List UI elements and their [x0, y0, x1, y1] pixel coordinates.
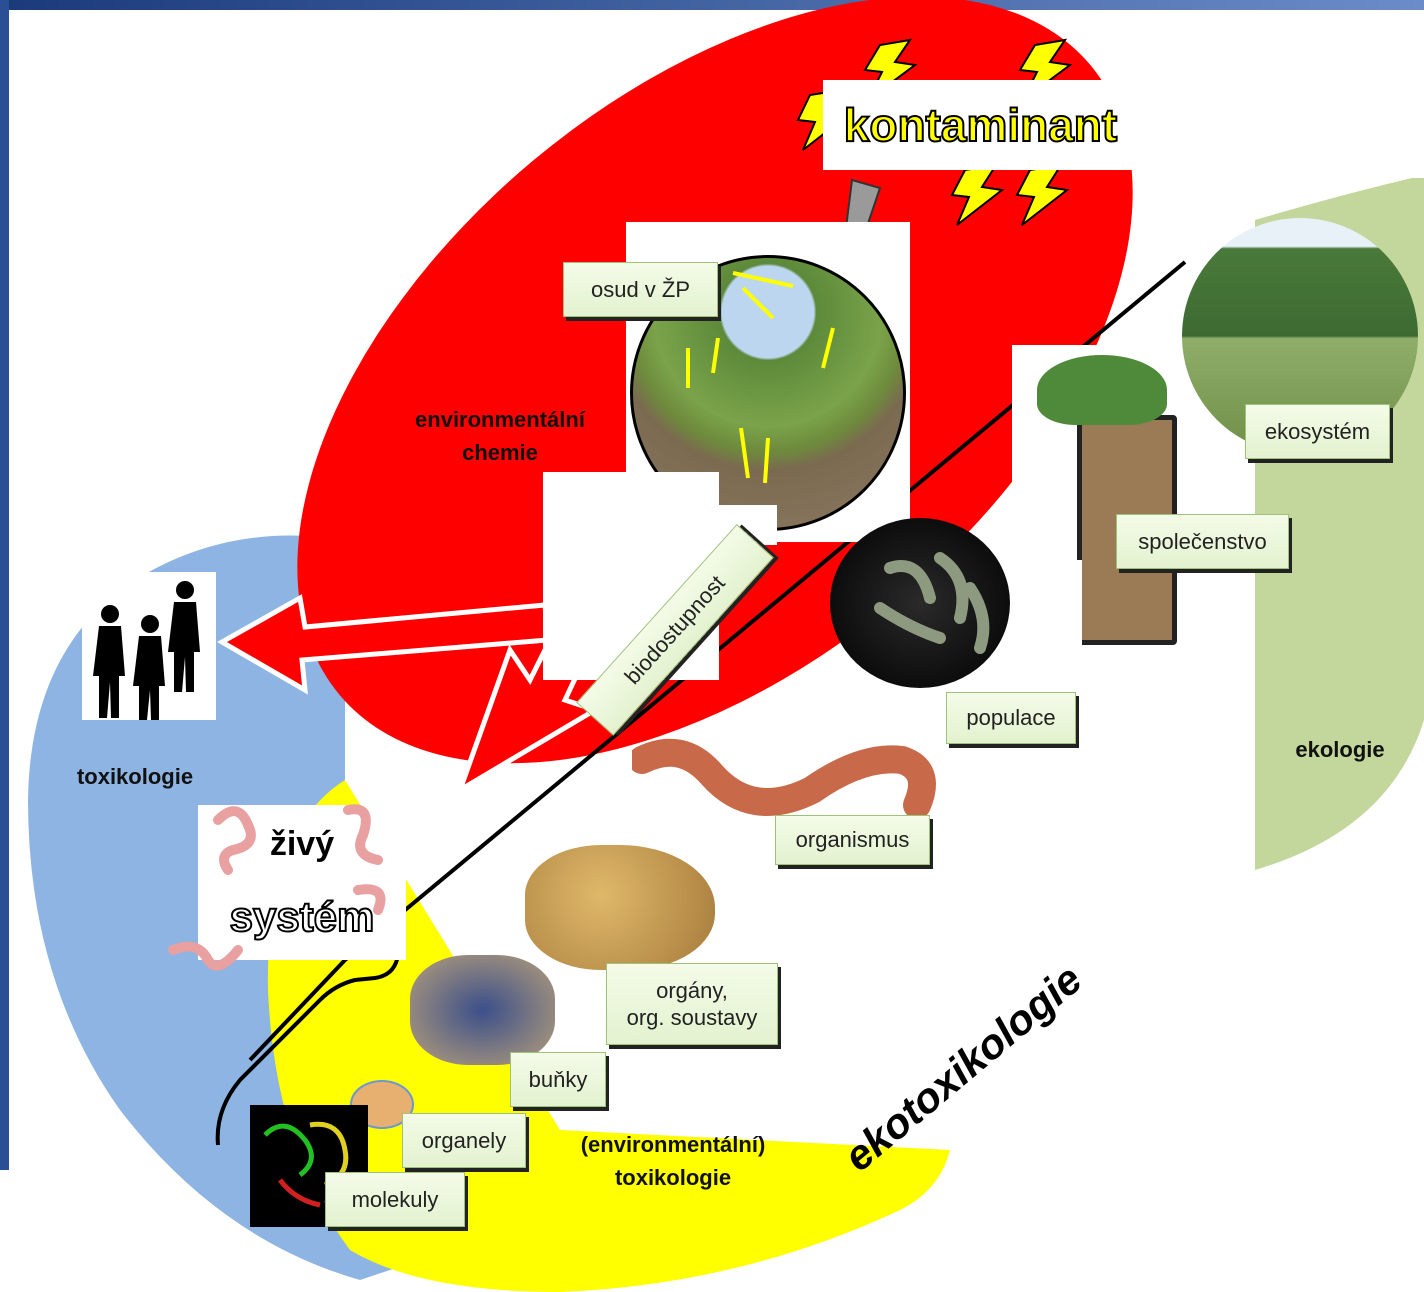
population-picture [830, 518, 1010, 688]
earthworm-picture [632, 738, 936, 819]
label-organs: orgány, org. soustavy [606, 963, 778, 1045]
cells-picture [410, 955, 555, 1065]
toxicology-label: toxikologie [76, 764, 194, 789]
plant-leaves [1037, 355, 1167, 425]
label-cells: buňky [510, 1052, 606, 1107]
contaminant-title: kontaminant [843, 98, 1118, 152]
label-molecules: molekuly [325, 1172, 465, 1227]
divider-lower [248, 958, 347, 1062]
label-organs-line2: org. soustavy [626, 1005, 758, 1030]
living-system-box: živý systém [168, 804, 406, 971]
env-toxicology-line2: toxikologie [614, 1165, 732, 1190]
top-edge-bar [0, 0, 1424, 10]
living-system-line2: systém [229, 892, 376, 941]
env-toxicology-line1: (environmentální) [580, 1132, 766, 1157]
contaminant-box: kontaminant [823, 80, 1138, 170]
brace [215, 954, 400, 1146]
env-chemistry-line2: chemie [462, 440, 538, 465]
living-system-line1: živý [269, 825, 335, 863]
ecology-label: ekologie [1295, 737, 1385, 762]
people-icon [93, 581, 200, 720]
left-edge-bar [0, 0, 9, 1170]
label-organism: organismus [775, 815, 930, 865]
worm-squiggles [168, 804, 386, 971]
label-organelles: organely [402, 1113, 526, 1168]
fate-arrows [686, 271, 835, 484]
label-ecosystem: ekosystém [1245, 404, 1390, 459]
label-community: společenstvo [1116, 514, 1289, 569]
label-organs-line1: orgány, [656, 977, 728, 1003]
people-picture [82, 572, 216, 720]
env-chemistry-line1: environmentální [415, 407, 585, 432]
label-population: populace [946, 692, 1076, 744]
population-frame [1012, 560, 1082, 650]
env-chemistry-label: environmentální chemie [395, 403, 605, 469]
organs-picture [525, 845, 715, 970]
env-toxicology-label: (environmentální) toxikologie [548, 1128, 798, 1194]
larvae-icon [874, 552, 990, 654]
label-fate: osud v ŽP [563, 262, 718, 317]
arrow-to-toxicology [216, 594, 551, 695]
